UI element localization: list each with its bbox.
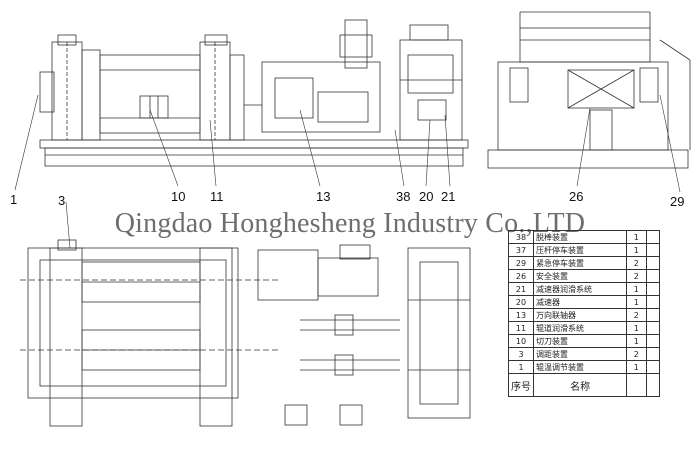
parts-list-name-cell: 脱棒装置 (532, 230, 628, 244)
parts-list-qty-cell: 2 (626, 256, 647, 270)
parts-list-no-cell: 26 (508, 269, 534, 283)
parts-list-header-cell: 序号 (508, 373, 534, 397)
parts-list-name-cell: 辊温调节装置 (532, 360, 628, 374)
leader-lines (14, 94, 681, 249)
company-watermark: Qingdao Honghesheng Industry Co.,LTD (114, 208, 586, 239)
callout-13: 13 (316, 189, 331, 204)
plan-view (20, 239, 471, 427)
parts-list-name-cell: 辊道润滑系统 (532, 321, 628, 335)
parts-list-name-cell: 减速器润滑系统 (532, 282, 628, 296)
parts-list-extra-cell (645, 295, 661, 309)
parts-list-extra-cell (645, 347, 661, 361)
callout-26: 26 (569, 189, 584, 204)
callout-38: 38 (396, 189, 411, 204)
callout-1: 1 (10, 192, 18, 207)
parts-list-extra-cell (645, 269, 661, 283)
parts-list-name-cell: 切刀装置 (532, 334, 628, 348)
parts-list-extra-cell (645, 256, 661, 270)
parts-list-header-cell (626, 373, 647, 397)
parts-list-extra-cell (645, 334, 661, 348)
callout-21: 21 (441, 189, 456, 204)
parts-list-name-cell: 减速器 (532, 295, 628, 309)
parts-list-qty-cell: 1 (626, 295, 647, 309)
parts-list-extra-cell (645, 321, 661, 335)
parts-list-qty-cell: 2 (626, 347, 647, 361)
parts-list-no-cell: 20 (508, 295, 534, 309)
parts-list-name-cell: 万向联轴器 (532, 308, 628, 322)
parts-list-name-cell: 压杆停车装置 (532, 243, 628, 257)
parts-list-qty-cell: 1 (626, 334, 647, 348)
parts-list-qty-cell: 1 (626, 321, 647, 335)
parts-list-no-cell: 21 (508, 282, 534, 296)
callout-11: 11 (210, 189, 224, 204)
parts-list-header-cell: 名称 (532, 373, 628, 397)
parts-list-name-cell: 调距装置 (532, 347, 628, 361)
parts-list-qty-cell: 2 (626, 308, 647, 322)
parts-list-extra-cell (645, 243, 661, 257)
parts-list-no-cell: 13 (508, 308, 534, 322)
callout-3: 3 (58, 193, 66, 208)
parts-list-no-cell: 38 (508, 230, 534, 244)
parts-list-qty-cell: 1 (626, 282, 647, 296)
parts-list-qty-cell: 1 (626, 243, 647, 257)
parts-list-name-cell: 紧急停车装置 (532, 256, 628, 270)
parts-list-extra-cell (645, 230, 661, 244)
side-elevation (487, 11, 691, 169)
parts-list-extra-cell (645, 282, 661, 296)
parts-list-header: 序号名称 (508, 373, 661, 397)
callout-20: 20 (419, 189, 434, 204)
parts-list-no-cell: 37 (508, 243, 534, 257)
parts-list-extra-cell (645, 308, 661, 322)
callout-29: 29 (670, 194, 685, 209)
parts-list-no-cell: 10 (508, 334, 534, 348)
parts-list-header-cell (645, 373, 661, 397)
parts-list-qty-cell: 2 (626, 269, 647, 283)
parts-list-qty-cell: 1 (626, 360, 647, 374)
parts-list-no-cell: 3 (508, 347, 534, 361)
parts-list-name-cell: 安全装置 (532, 269, 628, 283)
parts-list-no-cell: 1 (508, 360, 534, 374)
parts-list-qty-cell: 1 (626, 230, 647, 244)
callout-10: 10 (171, 189, 186, 204)
front-elevation (39, 19, 469, 167)
parts-list-no-cell: 11 (508, 321, 534, 335)
parts-list-no-cell: 29 (508, 256, 534, 270)
parts-list-extra-cell (645, 360, 661, 374)
